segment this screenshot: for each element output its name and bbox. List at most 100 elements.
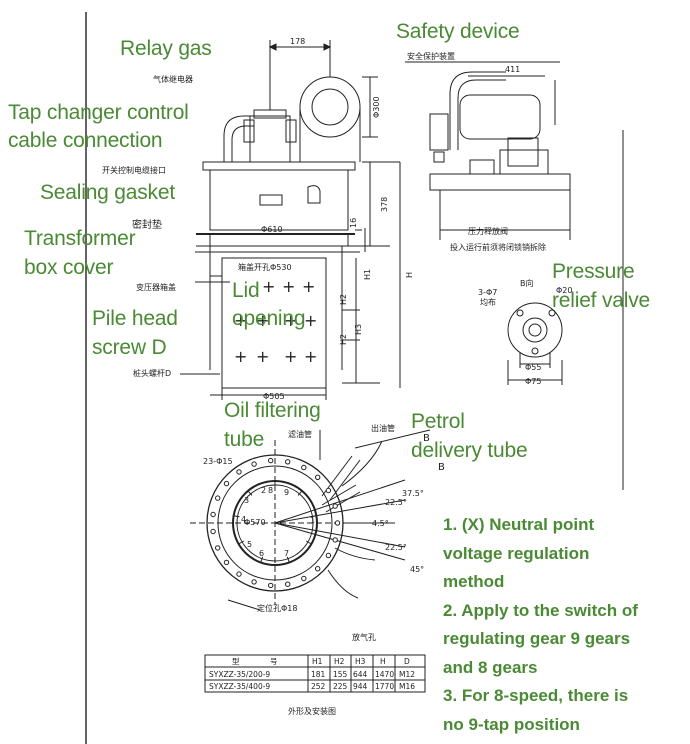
spec-cell: 644 bbox=[353, 670, 368, 679]
label-pressure-1: Pressure bbox=[552, 260, 635, 283]
label-tap-changer-1: Tap changer control bbox=[8, 101, 189, 124]
label-sealing-gasket: Sealing gasket bbox=[40, 181, 175, 204]
spec-cell: 1470 bbox=[375, 670, 394, 679]
svg-text:+: + bbox=[282, 277, 295, 296]
svg-text:+: + bbox=[284, 311, 297, 330]
svg-text:+: + bbox=[304, 311, 317, 330]
bolt-hole bbox=[210, 528, 216, 535]
cn-holes-b-text: 均布 bbox=[480, 297, 496, 307]
tap-tick bbox=[247, 490, 253, 496]
spec-header-h3: H3 bbox=[355, 657, 366, 666]
label-lid-1: Lid bbox=[232, 279, 260, 302]
tap-number: 7 bbox=[284, 549, 289, 558]
bolt-hole bbox=[251, 461, 257, 467]
dim-178: 178 bbox=[290, 37, 305, 46]
tap-number: 8 bbox=[268, 486, 273, 495]
ang-375: 37.5° bbox=[402, 489, 424, 498]
ang-225a: 22.5° bbox=[385, 498, 407, 507]
label-tap-changer-2: cable connection bbox=[8, 129, 163, 152]
bolt-hole bbox=[332, 503, 338, 509]
ang-45s: 4.5° bbox=[372, 519, 389, 528]
bolt-hole bbox=[215, 495, 221, 501]
spec-table: 型 号 H1 H2 H3 H D SYXZZ-35/200-9 181 155 … bbox=[209, 657, 415, 691]
dim-H1: H1 bbox=[363, 269, 372, 280]
tap-tick bbox=[310, 515, 317, 518]
dim-H3: H3 bbox=[354, 324, 363, 335]
spec-cell: 1770 bbox=[375, 682, 394, 691]
note-line: method bbox=[443, 572, 505, 591]
tap-tick bbox=[233, 515, 240, 518]
dim-H2b: H2 bbox=[339, 334, 348, 345]
bolt-hole bbox=[215, 545, 221, 551]
cn-release-valve-text: 压力释放阀 bbox=[468, 226, 508, 236]
label-petrol-2: delivery tube bbox=[411, 439, 528, 462]
dim-H2a: H2 bbox=[339, 294, 348, 305]
tap-tick bbox=[305, 540, 312, 545]
bolt-hole bbox=[301, 575, 307, 582]
dim-75: Φ75 bbox=[525, 377, 541, 386]
note-line: regulating gear 9 gears bbox=[443, 629, 631, 648]
svg-text:+: + bbox=[262, 277, 275, 296]
cn-holes-a-text: 3-Φ7 bbox=[478, 288, 497, 297]
tap-number: 2 bbox=[261, 486, 266, 495]
dim-16: 16 bbox=[349, 218, 358, 228]
cn-screw-text: 桩头螺杆D bbox=[133, 368, 171, 378]
cn-safety-text: 安全保护装置 bbox=[407, 51, 455, 61]
tap-number: 9 bbox=[284, 488, 289, 497]
tap-number: 4 bbox=[241, 515, 246, 524]
spec-cell: SYXZZ-35/400-9 bbox=[209, 682, 270, 691]
svg-text:+: + bbox=[302, 277, 315, 296]
dim-15: 23-Φ15 bbox=[203, 457, 233, 466]
cn-title-text: 外形及安装图 bbox=[288, 706, 336, 716]
spec-header-model-a: 型 bbox=[232, 657, 240, 666]
cn-vent-text: 放气孔 bbox=[352, 632, 376, 642]
spec-header-model-b: 号 bbox=[270, 657, 278, 666]
label-oil-1: Oil filtering bbox=[224, 399, 321, 422]
cn-release-note-text: 投入运行前须将闭锁销拆除 bbox=[450, 242, 546, 252]
tap-tick bbox=[238, 540, 245, 545]
mark-b1: B bbox=[423, 433, 430, 444]
label-safety-device: Safety device bbox=[396, 20, 520, 43]
bolt-hole bbox=[251, 579, 257, 585]
tap-tick bbox=[286, 556, 290, 563]
note-line: 3. For 8-speed, there is bbox=[443, 686, 629, 705]
ang-225b: 22.5° bbox=[385, 543, 407, 552]
bolt-hole bbox=[315, 566, 321, 572]
dim-55: Φ55 bbox=[525, 363, 541, 372]
mark-b2: B bbox=[438, 462, 445, 473]
note-line: 2. Apply to the switch of bbox=[443, 600, 638, 620]
label-transformer-2: box cover bbox=[24, 256, 114, 279]
bolt-hole bbox=[236, 469, 242, 475]
spec-cell: 181 bbox=[311, 670, 326, 679]
bolt-hole bbox=[301, 464, 307, 471]
tap-tick bbox=[260, 556, 264, 563]
dim-610: Φ610 bbox=[261, 225, 283, 234]
bolt-hole bbox=[223, 559, 230, 566]
dim-378: 378 bbox=[380, 197, 389, 212]
note-line: 1. (X) Neutral point bbox=[443, 515, 595, 534]
spec-cell: 944 bbox=[353, 682, 368, 691]
bolt-hole bbox=[325, 552, 332, 559]
svg-text:+: + bbox=[256, 311, 269, 330]
label-pile-1: Pile head bbox=[92, 307, 178, 330]
spec-cell: SYXZZ-35/200-9 bbox=[209, 670, 270, 679]
note-line: and 8 gears bbox=[443, 657, 538, 677]
cn-filter-text: 滤油管 bbox=[288, 429, 312, 439]
bolt-hole bbox=[268, 582, 274, 589]
cn-cover-text: 变压器箱盖 bbox=[136, 282, 176, 292]
tap-position-numbers: 1 2 3 4 5 6 7 8 9 bbox=[241, 486, 315, 558]
spec-cell: 155 bbox=[333, 670, 348, 679]
label-relay-gas: Relay gas bbox=[120, 37, 212, 60]
cn-bview-text: B向 bbox=[520, 278, 534, 288]
ang-45: 45° bbox=[410, 565, 424, 574]
spec-header-h1: H1 bbox=[312, 657, 323, 666]
notes-block: 1. (X) Neutral point voltage regulation … bbox=[443, 511, 688, 739]
bolt-hole bbox=[236, 571, 242, 577]
spec-header-h: H bbox=[380, 657, 386, 666]
svg-text:+: + bbox=[234, 311, 247, 330]
spec-cell: M16 bbox=[399, 682, 415, 691]
tap-number: 5 bbox=[247, 540, 252, 549]
bolt-hole bbox=[285, 459, 291, 465]
label-transformer-1: Transformer bbox=[24, 227, 136, 250]
dim-505: Φ505 bbox=[263, 392, 285, 401]
